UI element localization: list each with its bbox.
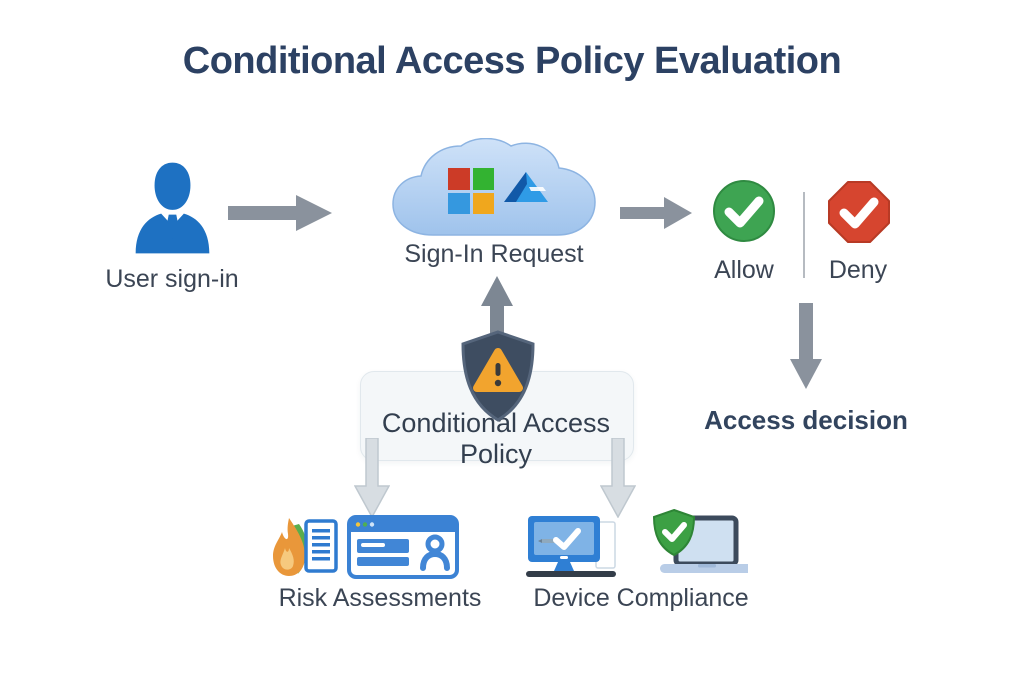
microsoft-logo bbox=[448, 168, 494, 214]
shield-warning-icon bbox=[461, 330, 535, 422]
user-icon bbox=[135, 162, 210, 254]
deny-label: Deny bbox=[828, 256, 888, 284]
document-icon bbox=[304, 519, 338, 573]
arrow-to-access-decision bbox=[790, 303, 822, 389]
monitor-check-icon bbox=[526, 516, 616, 577]
ms-logo-green-square bbox=[472, 168, 494, 190]
ms-logo-yellow-square bbox=[472, 192, 494, 214]
device-compliance-label: Device Compliance bbox=[533, 584, 749, 612]
access-decision-label: Access decision bbox=[704, 405, 908, 435]
page-title: Conditional Access Policy Evaluation bbox=[182, 40, 842, 82]
cloud-icon bbox=[392, 138, 596, 236]
user-signin-label: User sign-in bbox=[105, 265, 239, 293]
arrow-policy-to-risk bbox=[354, 438, 390, 518]
id-card-icon bbox=[347, 515, 459, 579]
ms-logo-red-square bbox=[448, 168, 470, 190]
risk-assessments-label: Risk Assessments bbox=[278, 584, 482, 612]
arrow-policy-to-signin bbox=[481, 276, 513, 338]
allow-label: Allow bbox=[714, 256, 774, 284]
arrow-user-to-signin bbox=[228, 195, 332, 231]
allow-check-circle-icon bbox=[713, 180, 775, 242]
deny-check-octagon-icon bbox=[828, 181, 890, 243]
arrow-signin-to-allow bbox=[620, 197, 692, 229]
azure-logo bbox=[504, 172, 548, 202]
laptop-shield-icon bbox=[652, 508, 748, 573]
ms-logo-blue-square bbox=[448, 192, 470, 214]
allow-deny-divider bbox=[803, 192, 805, 278]
flame-icon bbox=[273, 518, 308, 576]
arrow-policy-to-device bbox=[600, 438, 636, 518]
signin-request-label: Sign-In Request bbox=[404, 240, 584, 268]
